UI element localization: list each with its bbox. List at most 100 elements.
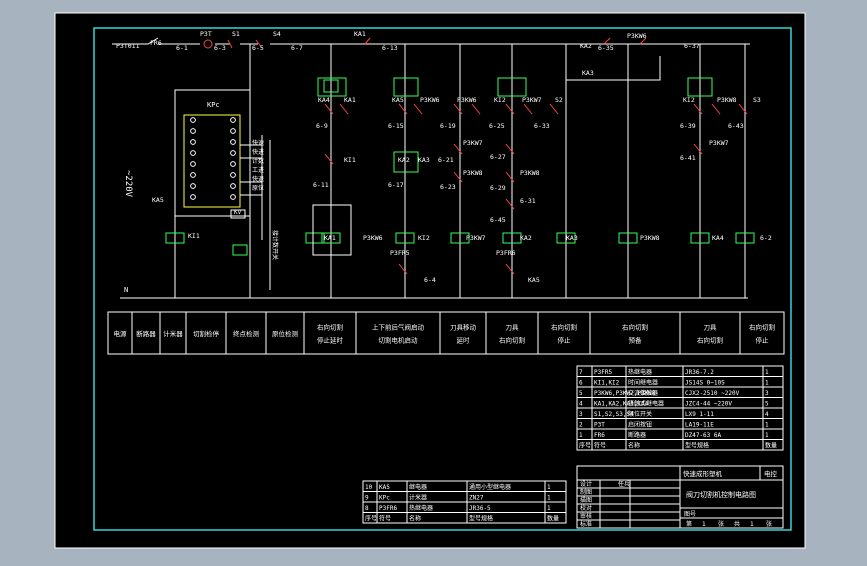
parts-upper-cell: JS14S 0~10S (685, 380, 725, 387)
function-label: 切割检停 (193, 329, 220, 338)
sheet-info: 共 (734, 520, 740, 528)
wire-label: KA3 (582, 69, 594, 77)
parts-upper-cell: LX9 1-11 (685, 411, 714, 418)
sheet-info: 第 (686, 520, 692, 528)
role-label: 审核 (580, 512, 592, 520)
parts-upper-cell: 5 (579, 390, 583, 397)
ka3-coil (618, 232, 638, 244)
parts-upper-cell: KI1,KI2 (594, 380, 620, 387)
wire-label: FR6 (150, 39, 162, 47)
contact (549, 103, 559, 115)
contact (738, 103, 748, 115)
contact (711, 103, 721, 115)
ki2-coil (450, 232, 470, 244)
p3kw8-coil (690, 232, 710, 244)
parts-lower-cell: 计米器 (409, 494, 427, 502)
panel-side-label: 计数 (252, 157, 264, 165)
parts-upper-cell: 3 (579, 411, 583, 418)
wire-label: 6-39 (680, 122, 696, 130)
kpc-panel (174, 89, 251, 217)
wire-label: P3T (200, 30, 212, 38)
parts-upper-cell: CJX2-2510 ~220V (685, 390, 740, 397)
wire-label: KA5 (392, 96, 404, 104)
wire-label: KI2 (418, 234, 430, 242)
wire-label: S1 (232, 30, 240, 38)
relay-coil (687, 77, 713, 97)
ka5-coil (232, 244, 248, 256)
wire-label: 6-25 (489, 122, 505, 130)
contact (505, 171, 515, 183)
parts-upper-cell: 4 (579, 401, 583, 408)
wire-label: 6-27 (490, 153, 506, 161)
parts-upper-cell: 1 (765, 369, 769, 376)
function-label: 刀具 (704, 324, 718, 332)
panel-side-label: 原位 (252, 184, 264, 192)
contact (471, 103, 481, 115)
limit-switch (255, 39, 263, 49)
contact (693, 143, 703, 155)
wire-label: P3KW6 (457, 96, 477, 104)
wire-label: 6-45 (490, 216, 506, 224)
parts-upper-cell: 时间继电器 (628, 379, 658, 387)
relay-coil (393, 77, 419, 97)
wire-label: KI1 (188, 232, 200, 240)
parts-upper-cell: P3FR5 (594, 369, 612, 376)
wire-label: KA1 (354, 30, 366, 38)
parts-lower-cell: JR36-5 (469, 505, 491, 512)
parts-upper-cell: 2 (579, 422, 583, 429)
parts-upper-cell: 6 (579, 380, 583, 387)
wire-label: P3T011 (116, 42, 140, 50)
function-label: 右向切割 (551, 323, 578, 332)
contact (413, 103, 423, 115)
terminal-icon (190, 117, 196, 123)
wire-label: S3 (753, 96, 761, 104)
parts-lower-header: 名称 (409, 515, 421, 523)
parts-upper-cell: 7 (579, 369, 583, 376)
parts-upper-cell: 3 (765, 390, 769, 397)
contact (398, 263, 408, 275)
parts-lower-cell: KPc (379, 495, 390, 502)
relay-coil (317, 77, 347, 97)
parts-lower-cell: 9 (365, 495, 369, 502)
parts-upper-cell: JR36-7.2 (685, 369, 714, 376)
role-label: 校对 (580, 504, 592, 512)
wire-label: 6-37 (684, 42, 700, 50)
wire-label: 6-35 (598, 44, 614, 52)
contact (398, 103, 408, 115)
function-label: 原位检测 (272, 329, 299, 338)
function-label: 终点检测 (233, 329, 260, 338)
parts-upper-header: 名称 (628, 442, 640, 450)
contact (453, 171, 463, 183)
terminal-icon (230, 139, 236, 145)
limit-switch (227, 39, 233, 49)
function-label: 停止延时 (317, 336, 344, 345)
parts-lower-header: 符号 (379, 515, 391, 523)
wire-label: P3KW7 (522, 96, 542, 104)
wire-label: KA1 (324, 234, 336, 242)
wire-label: 6-43 (728, 122, 744, 130)
terminal-icon (190, 150, 196, 156)
wire-label: 6-9 (316, 122, 328, 130)
circuit-wires (112, 37, 783, 529)
neutral-label: N (124, 286, 128, 294)
role-label: 标准 (580, 520, 592, 528)
function-label: 切割电机启动 (379, 336, 419, 345)
parts-lower-cell: ZN27 (469, 495, 484, 502)
contact (364, 37, 371, 45)
contact (324, 153, 334, 165)
parts-lower-header: 序号 (365, 515, 377, 523)
parts-upper-cell: 4 (765, 411, 769, 418)
parts-lower-cell: 10 (365, 484, 373, 491)
wire-label: P3KW8 (463, 169, 483, 177)
wire-label: P3FR5 (390, 249, 410, 257)
project-name: 快速成形塑机 (683, 469, 723, 478)
wire-label: KI2 (494, 96, 506, 104)
function-label: 停止 (756, 336, 770, 345)
panel-side-label: 快进 (252, 148, 264, 156)
wire-label: KA1 (344, 96, 356, 104)
voltage-label: ~220V (123, 170, 133, 198)
ka2-coil (556, 232, 576, 244)
role-label: 设计 (580, 480, 592, 488)
parts-upper-cell: FR6 (594, 432, 605, 439)
kpc-title: KPc (207, 101, 220, 109)
